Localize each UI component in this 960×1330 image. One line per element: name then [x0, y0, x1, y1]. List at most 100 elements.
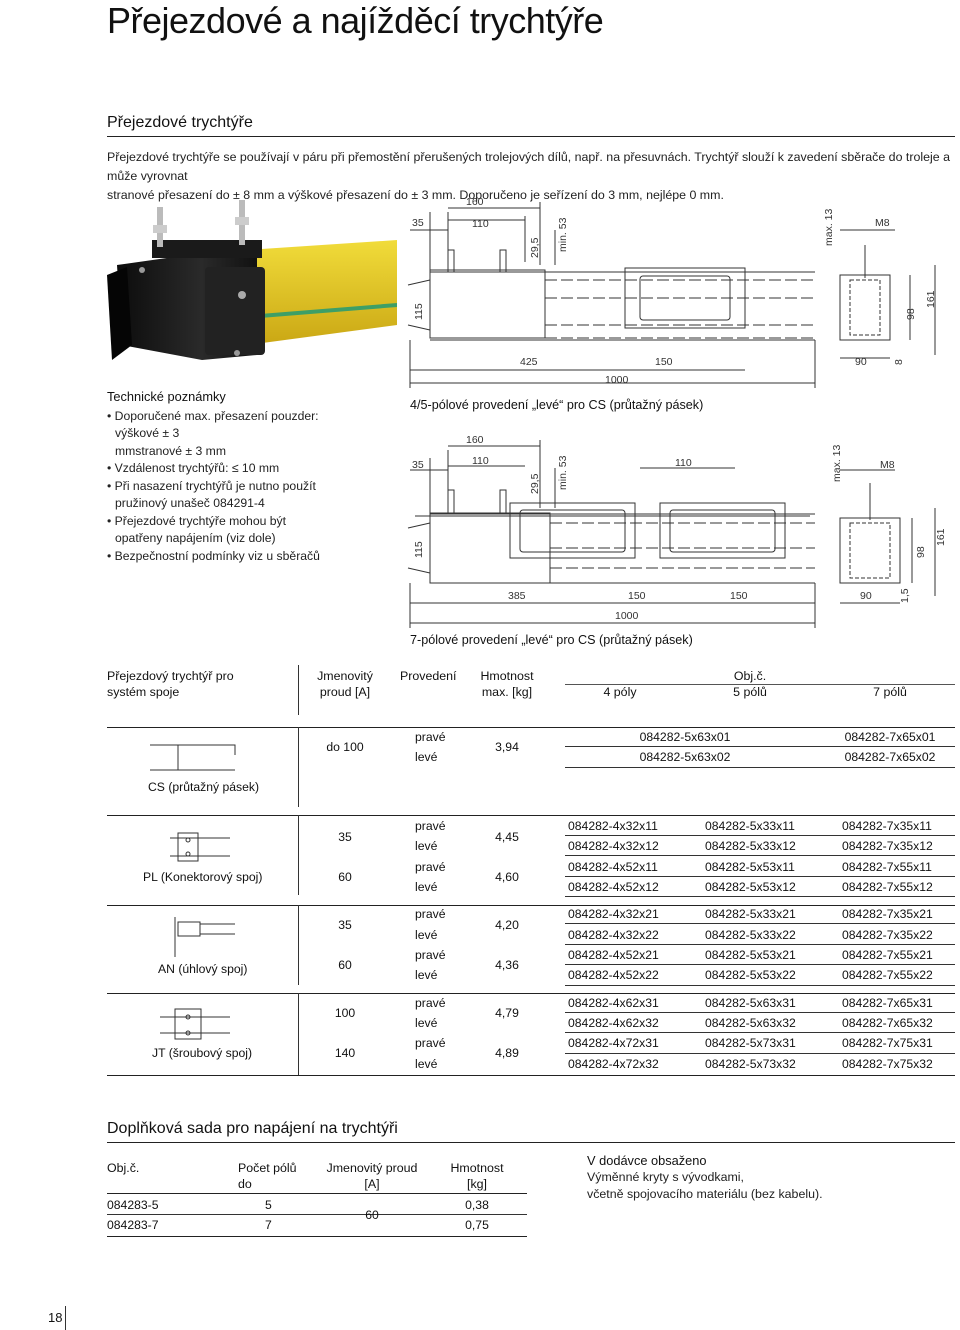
order-number: 084282-7x65x01	[844, 730, 936, 744]
col-divider	[298, 727, 299, 807]
objc-rule	[565, 684, 955, 685]
order-number: 084282-4x32x11	[568, 819, 658, 833]
row-rule	[565, 1053, 955, 1054]
col-header-5-poles: 5 pólů	[733, 685, 767, 699]
weight-value: 4,60	[495, 870, 519, 884]
dim-115: 115	[413, 541, 425, 558]
order-number: 084282-7x75x32	[842, 1057, 933, 1071]
dim-161: 161	[925, 290, 937, 308]
order-number: 084282-7x55x21	[842, 948, 933, 962]
kit-header-current: Jmenovitý proud [A]	[326, 1161, 418, 1191]
note-line: opatřeny napájením (viz dole)	[115, 531, 276, 545]
dim-110: 110	[675, 457, 692, 469]
weight-value: 4,20	[495, 918, 519, 932]
variant-left: levé	[415, 839, 438, 853]
col-divider	[298, 993, 299, 1075]
col-divider	[298, 905, 299, 985]
dim-min-53: min. 53	[557, 217, 569, 252]
intro-line-1: Přejezdové trychtýře se používají v páru…	[107, 150, 950, 183]
kit-poles: 7	[265, 1218, 272, 1232]
current-value: 60	[338, 870, 352, 884]
current-value: 35	[338, 918, 352, 932]
weight-value: 4,89	[495, 1046, 519, 1060]
kit-weight: 0,75	[465, 1218, 489, 1232]
dim-425: 425	[520, 356, 538, 368]
order-number: 084282-7x55x12	[842, 880, 933, 894]
system-label-cs: CS (průtažný pásek)	[148, 780, 260, 794]
group-rule	[107, 727, 955, 728]
dim-min-53: min. 53	[557, 455, 569, 490]
col-header-7-poles: 7 pólů	[873, 685, 907, 699]
col-header-current: Jmenovitý proud [A]	[317, 669, 373, 699]
variant-right: pravé	[415, 1036, 446, 1050]
current-value: do 100	[326, 740, 364, 754]
note-line: pružinový unašeč 084291-4	[115, 496, 265, 510]
kit-table-bottom-rule	[107, 1236, 527, 1237]
col-header-weight: Hmotnost max. [kg]	[480, 669, 534, 699]
order-number: 084282-4x32x21	[568, 907, 659, 921]
variant-right: pravé	[415, 860, 446, 874]
dim-150: 150	[628, 590, 646, 602]
notes-heading: Technické poznámky	[107, 389, 226, 404]
current-value: 35	[338, 830, 352, 844]
order-number: 084282-5x63x01	[639, 730, 731, 744]
dim-110: 110	[472, 455, 489, 467]
technical-drawing-7-pole: 35 160 110 110 29,5 min. 53 max. 13 M8 1…	[407, 434, 947, 628]
section-rule	[107, 1142, 955, 1143]
col-header-system: Přejezdový trychtýř pro systém spoje	[107, 669, 234, 699]
variant-left: levé	[415, 1057, 438, 1071]
dim-90: 90	[855, 356, 867, 368]
col-header-variant: Provedení	[400, 669, 457, 683]
note-line: • Bezpečnostní podmínky viz u sběračů	[107, 548, 320, 563]
dim-35: 35	[412, 459, 424, 471]
dim-98: 98	[905, 308, 917, 320]
order-number: 084282-5x33x12	[705, 839, 796, 853]
order-number: 084282-7x75x31	[842, 1036, 933, 1050]
kit-header-weight: Hmotnost [kg]	[450, 1161, 504, 1191]
section-heading-crossing-funnels: Přejezdové trychtýře	[107, 114, 253, 131]
kit-shared-current: 60	[365, 1208, 379, 1222]
row-rule	[565, 1012, 955, 1013]
order-number: 084282-4x72x32	[568, 1057, 659, 1071]
variant-left: levé	[415, 750, 438, 764]
order-number: 084282-5x53x21	[705, 948, 796, 962]
row-rule	[565, 1032, 955, 1033]
order-number: 084282-7x35x12	[842, 839, 933, 853]
variant-right: pravé	[415, 907, 446, 921]
order-number: 084282-4x52x12	[568, 880, 659, 894]
order-number: 084282-4x32x22	[568, 928, 659, 942]
section-heading-power-kit: Doplňková sada pro napájení na trychtýři	[107, 1120, 398, 1137]
pl-connector-icon	[170, 832, 230, 862]
dim-1000: 1000	[605, 374, 629, 386]
system-label-jt: JT (šroubový spoj)	[152, 1046, 253, 1060]
group-rule	[107, 815, 955, 816]
order-number: 084282-5x33x11	[705, 819, 795, 833]
order-number: 084282-5x63x31	[705, 996, 796, 1010]
technical-drawing-4-5-pole: 35 160 110 29,5 min. 53 max. 13 M8 115 9…	[407, 196, 937, 388]
variant-right: pravé	[415, 996, 446, 1010]
dim-150: 150	[655, 356, 673, 368]
dim-90: 90	[860, 590, 872, 602]
group-rule	[107, 993, 955, 994]
dim-1000: 1000	[615, 610, 639, 622]
product-photo	[107, 200, 397, 360]
cs-joint-icon	[150, 744, 236, 771]
row-rule	[565, 923, 955, 924]
current-value: 60	[338, 958, 352, 972]
row-rule	[565, 964, 955, 965]
delivery-line-2: včetně spojovacího materiálu (bez kabelu…	[587, 1187, 823, 1201]
dim-8: 8	[893, 359, 905, 365]
jt-screw-joint-icon	[160, 1008, 230, 1040]
dim-35: 35	[412, 217, 424, 229]
order-number: 084282-7x55x22	[842, 968, 933, 982]
kit-header-objc: Obj.č.	[107, 1161, 140, 1175]
weight-value: 4,79	[495, 1006, 519, 1020]
col-header-4-poles: 4 póly	[603, 685, 637, 699]
row-rule	[565, 855, 955, 856]
col-divider	[298, 665, 299, 715]
order-number: 084282-7x55x11	[842, 860, 932, 874]
note-line: výškové ± 3	[115, 426, 180, 440]
order-number: 084282-7x35x22	[842, 928, 933, 942]
intro-paragraph: Přejezdové trychtýře se používají v páru…	[107, 148, 952, 205]
order-number: 084282-4x62x31	[568, 996, 659, 1010]
